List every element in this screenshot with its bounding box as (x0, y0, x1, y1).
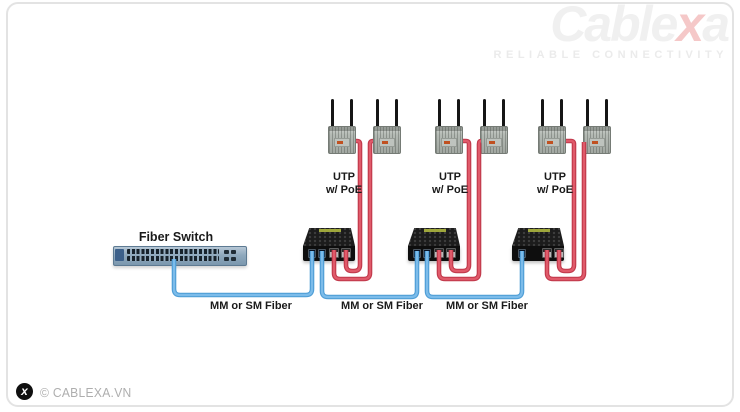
rj45-port (341, 248, 351, 258)
antenna-icon (541, 99, 544, 126)
ap-brand-badge (444, 141, 450, 144)
media-converter-1 (303, 228, 355, 261)
rj45-port (554, 248, 564, 258)
brand-logo-text-pre: Cable (550, 0, 678, 52)
antenna-icon (560, 99, 563, 126)
converter-label-strip (319, 229, 341, 232)
fiber-port (308, 249, 316, 258)
fiber-port (318, 249, 326, 258)
utp-poe-label: UTP w/ PoE (410, 171, 490, 197)
antenna-icon (438, 99, 441, 126)
ap-body (328, 126, 356, 154)
brand-logo-text-x: x (676, 0, 704, 52)
ap-faceplate (486, 138, 502, 147)
fiber-switch-device (113, 246, 247, 266)
antenna-icon (331, 99, 334, 126)
ap-brand-badge (592, 141, 598, 144)
fiber-port (518, 249, 526, 258)
switch-port-row (127, 249, 219, 254)
ap-brand-badge (382, 141, 388, 144)
utp-label-line1: UTP (439, 171, 461, 183)
access-point (480, 99, 508, 154)
switch-sfp-port (224, 250, 229, 254)
ap-faceplate (441, 138, 457, 147)
converter-front (408, 246, 460, 261)
ap-body (583, 126, 611, 154)
converter-label-strip (424, 229, 446, 232)
access-point (538, 99, 566, 154)
antenna-icon (586, 99, 589, 126)
ap-body (435, 126, 463, 154)
switch-sfp-port (231, 250, 236, 254)
antenna-icon (350, 99, 353, 126)
footer-copyright: © CABLEXA.VN (40, 385, 132, 400)
utp-poe-label: UTP w/ PoE (515, 171, 595, 197)
ap-body (538, 126, 566, 154)
brand-logo-text: Cablexa (494, 0, 730, 49)
footer-logo-icon: x (16, 383, 33, 400)
antenna-icon (605, 99, 608, 126)
switch-sfp-port (231, 257, 236, 261)
ap-brand-badge (489, 141, 495, 144)
ap-faceplate (379, 138, 395, 147)
ap-brand-badge (337, 141, 343, 144)
media-converter-3 (512, 228, 564, 261)
fiber-switch-label: Fiber Switch (138, 230, 214, 244)
access-point (435, 99, 463, 154)
antenna-icon (395, 99, 398, 126)
ap-body (373, 126, 401, 154)
card-border (6, 2, 734, 407)
antenna-icon (483, 99, 486, 126)
fiber-link-label: MM or SM Fiber (210, 300, 292, 312)
antenna-icon (376, 99, 379, 126)
ap-body (480, 126, 508, 154)
utp-label-line2: w/ PoE (431, 184, 469, 196)
fiber-port (423, 249, 431, 258)
utp-label-line1: UTP (544, 171, 566, 183)
media-converter-2 (408, 228, 460, 261)
rj45-port (542, 248, 552, 258)
switch-brand-badge (115, 249, 124, 261)
antenna-icon (502, 99, 505, 126)
access-point (583, 99, 611, 154)
converter-front (512, 246, 564, 261)
antenna-icon (457, 99, 460, 126)
switch-sfp-port (224, 257, 229, 261)
switch-port-row (127, 256, 219, 261)
ap-faceplate (589, 138, 605, 147)
fiber-link-label: MM or SM Fiber (341, 300, 423, 312)
fiber-link-label: MM or SM Fiber (446, 300, 528, 312)
rj45-port (329, 248, 339, 258)
access-point (328, 99, 356, 154)
rj45-port (446, 248, 456, 258)
utp-label-line1: UTP (333, 171, 355, 183)
rj45-port (434, 248, 444, 258)
access-point (373, 99, 401, 154)
ap-faceplate (334, 138, 350, 147)
brand-logo: Cablexa RELIABLE CONNECTIVITY (493, 0, 730, 61)
ap-brand-badge (547, 141, 553, 144)
fiber-port (413, 249, 421, 258)
utp-label-line2: w/ PoE (536, 184, 574, 196)
brand-tagline: RELIABLE CONNECTIVITY (493, 49, 728, 61)
brand-logo-text-post: a (702, 0, 730, 52)
utp-label-line2: w/ PoE (325, 184, 363, 196)
converter-label-strip (528, 229, 550, 232)
ap-faceplate (544, 138, 560, 147)
converter-front (303, 246, 355, 261)
utp-poe-label: UTP w/ PoE (304, 171, 384, 197)
